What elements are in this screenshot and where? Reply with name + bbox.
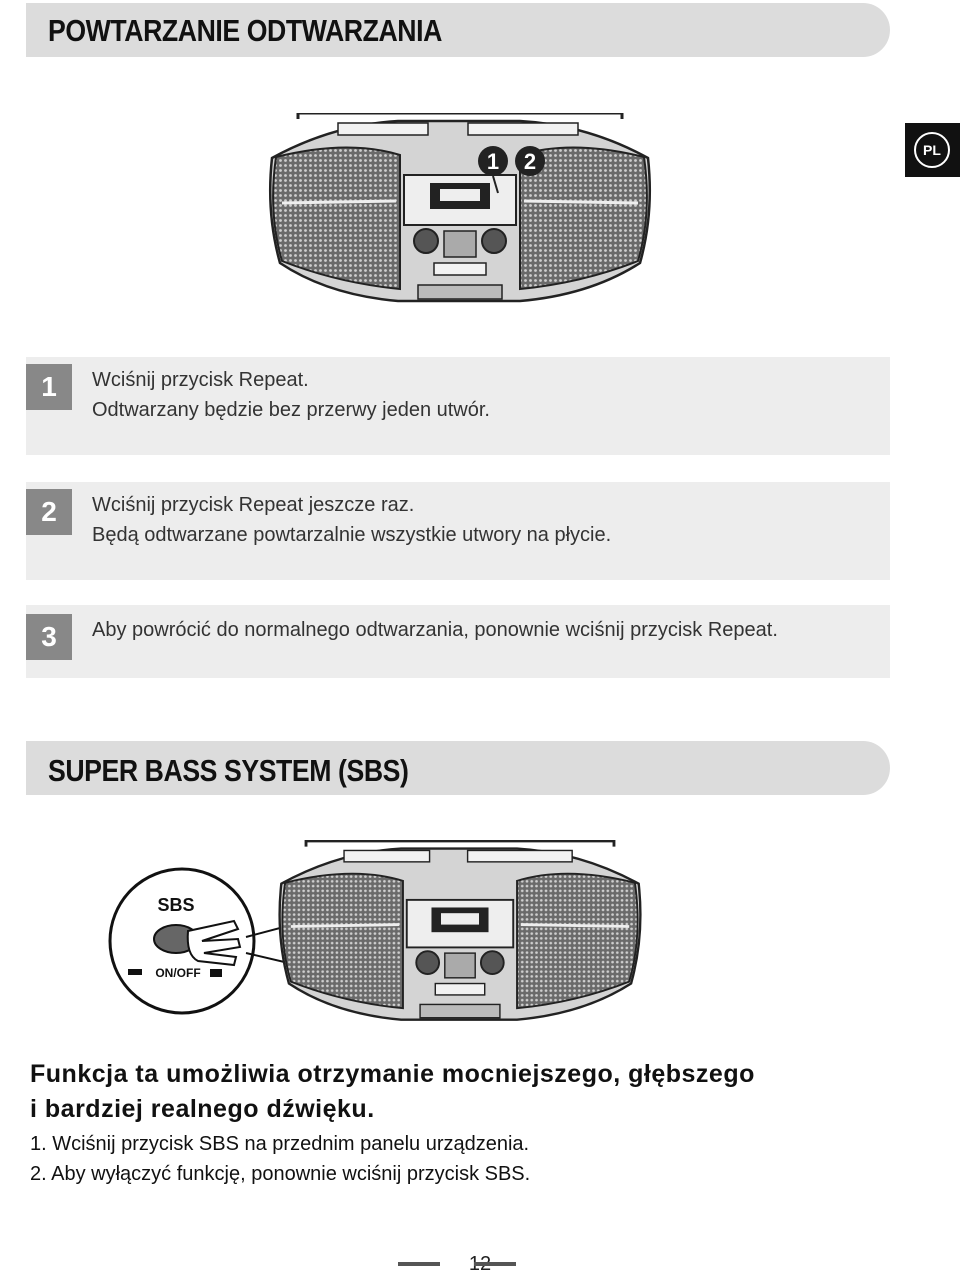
section-title-bar: POWTARZANIE ODTWARZANIA [26, 3, 890, 57]
language-badge: PL [905, 123, 960, 177]
svg-text:2: 2 [524, 149, 536, 174]
step-number: 3 [26, 614, 72, 660]
sbs-step: 2. Aby wyłączyć funkcję, ponownie wciśni… [30, 1163, 531, 1185]
section-title: SUPER BASS SYSTEM (SBS) [48, 753, 409, 788]
step-number: 1 [26, 364, 72, 410]
page-number-bar-left [398, 1262, 440, 1266]
step-1: 1 Wciśnij przycisk Repeat. Odtwarzany bę… [26, 357, 890, 455]
step-text: Wciśnij przycisk Repeat. Odtwarzany będz… [92, 369, 490, 421]
boombox-illustration [278, 840, 642, 1021]
callout-2: 2 [515, 146, 545, 176]
callout-1: 1 [478, 146, 508, 176]
sbs-label: SBS [157, 895, 194, 915]
section-title-bar: SUPER BASS SYSTEM (SBS) [26, 741, 890, 795]
step-3: 3 Aby powrócić do normalnego odtwarzania… [26, 605, 890, 678]
svg-text:1: 1 [487, 149, 499, 174]
sbs-step: 1. Wciśnij przycisk SBS na przednim pane… [30, 1133, 530, 1155]
step-text: Wciśnij przycisk Repeat jeszcze raz. Będ… [92, 494, 612, 546]
sbs-intro-line: i bardziej realnego dźwięku. [30, 1095, 375, 1123]
section-title: POWTARZANIE ODTWARZANIA [48, 13, 442, 48]
language-code: PL [914, 132, 950, 168]
step-number: 2 [26, 489, 72, 535]
on-off-label: ON/OFF [155, 966, 200, 980]
sbs-button-callout: SBS ON/OFF [108, 867, 315, 1015]
sbs-description: Funkcja ta umożliwia otrzymanie mocniejs… [30, 1057, 755, 1189]
boombox-illustration: 1 2 [268, 113, 652, 303]
page-number-bar-right [474, 1262, 516, 1266]
step-text: Aby powrócić do normalnego odtwarzania, … [92, 619, 778, 641]
step-2: 2 Wciśnij przycisk Repeat jeszcze raz. B… [26, 482, 890, 580]
sbs-intro-line: Funkcja ta umożliwia otrzymanie mocniejs… [30, 1060, 755, 1088]
